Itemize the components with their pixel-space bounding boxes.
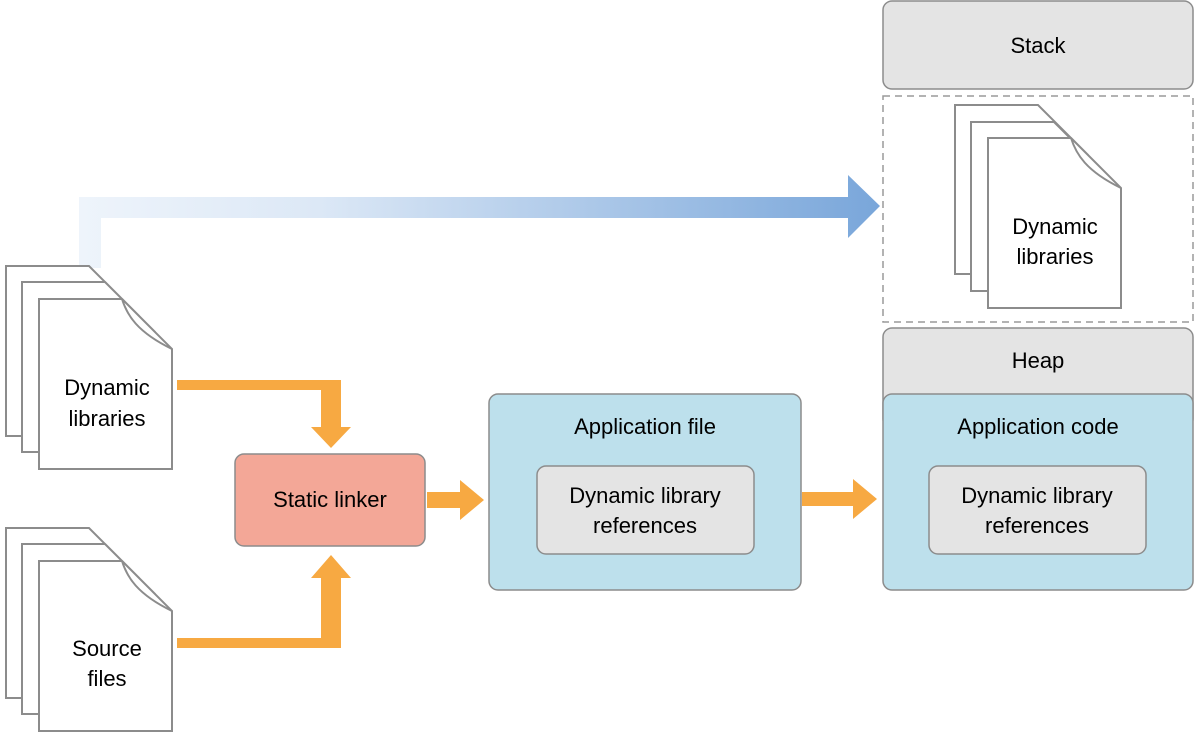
source-files-label-1: Source: [72, 636, 142, 661]
source-files-label-2: files: [87, 666, 126, 691]
dynamic-libraries-loaded-document-icon: [987, 137, 1122, 309]
source-files-document-icon: [38, 560, 173, 732]
application-code-references-box: [928, 465, 1147, 555]
dynamic-libraries-input-label-2: libraries: [68, 406, 145, 431]
application-file-references-box: [536, 465, 755, 555]
application-code-references-label-1: Dynamic library: [961, 483, 1113, 508]
arrow-dynlibs-to-linker: [177, 380, 351, 448]
application-code-references-label-2: references: [985, 513, 1089, 538]
static-linker-box: [234, 453, 426, 547]
heap-label: Heap: [1012, 348, 1065, 373]
application-file-references-label-1: Dynamic library: [569, 483, 721, 508]
application-code-title: Application code: [957, 414, 1118, 439]
application-file-box: [488, 393, 802, 591]
load-arrow: [79, 175, 880, 268]
application-code-box: [882, 393, 1194, 591]
dynamic-libraries-input-label-1: Dynamic: [64, 375, 150, 400]
dynamic-libraries-input-stack: [5, 265, 173, 470]
arrow-appfile-to-memory: [802, 479, 877, 519]
dynamic-libraries-input-document-icon: [38, 298, 173, 470]
source-files-stack: [5, 527, 173, 732]
dynamic-libraries-loaded-stack: [954, 104, 1122, 309]
arrow-linker-to-appfile: [427, 480, 484, 520]
stack-label: Stack: [1010, 33, 1066, 58]
stack-region: [882, 0, 1194, 90]
application-file-references-label-2: references: [593, 513, 697, 538]
application-file-title: Application file: [574, 414, 716, 439]
static-linker-label: Static linker: [273, 487, 387, 512]
dynamic-libraries-loaded-label-1: Dynamic: [1012, 214, 1098, 239]
dynamic-libraries-loaded-label-2: libraries: [1016, 244, 1093, 269]
arrow-sources-to-linker: [177, 555, 351, 648]
orange-arrows: [177, 380, 877, 648]
